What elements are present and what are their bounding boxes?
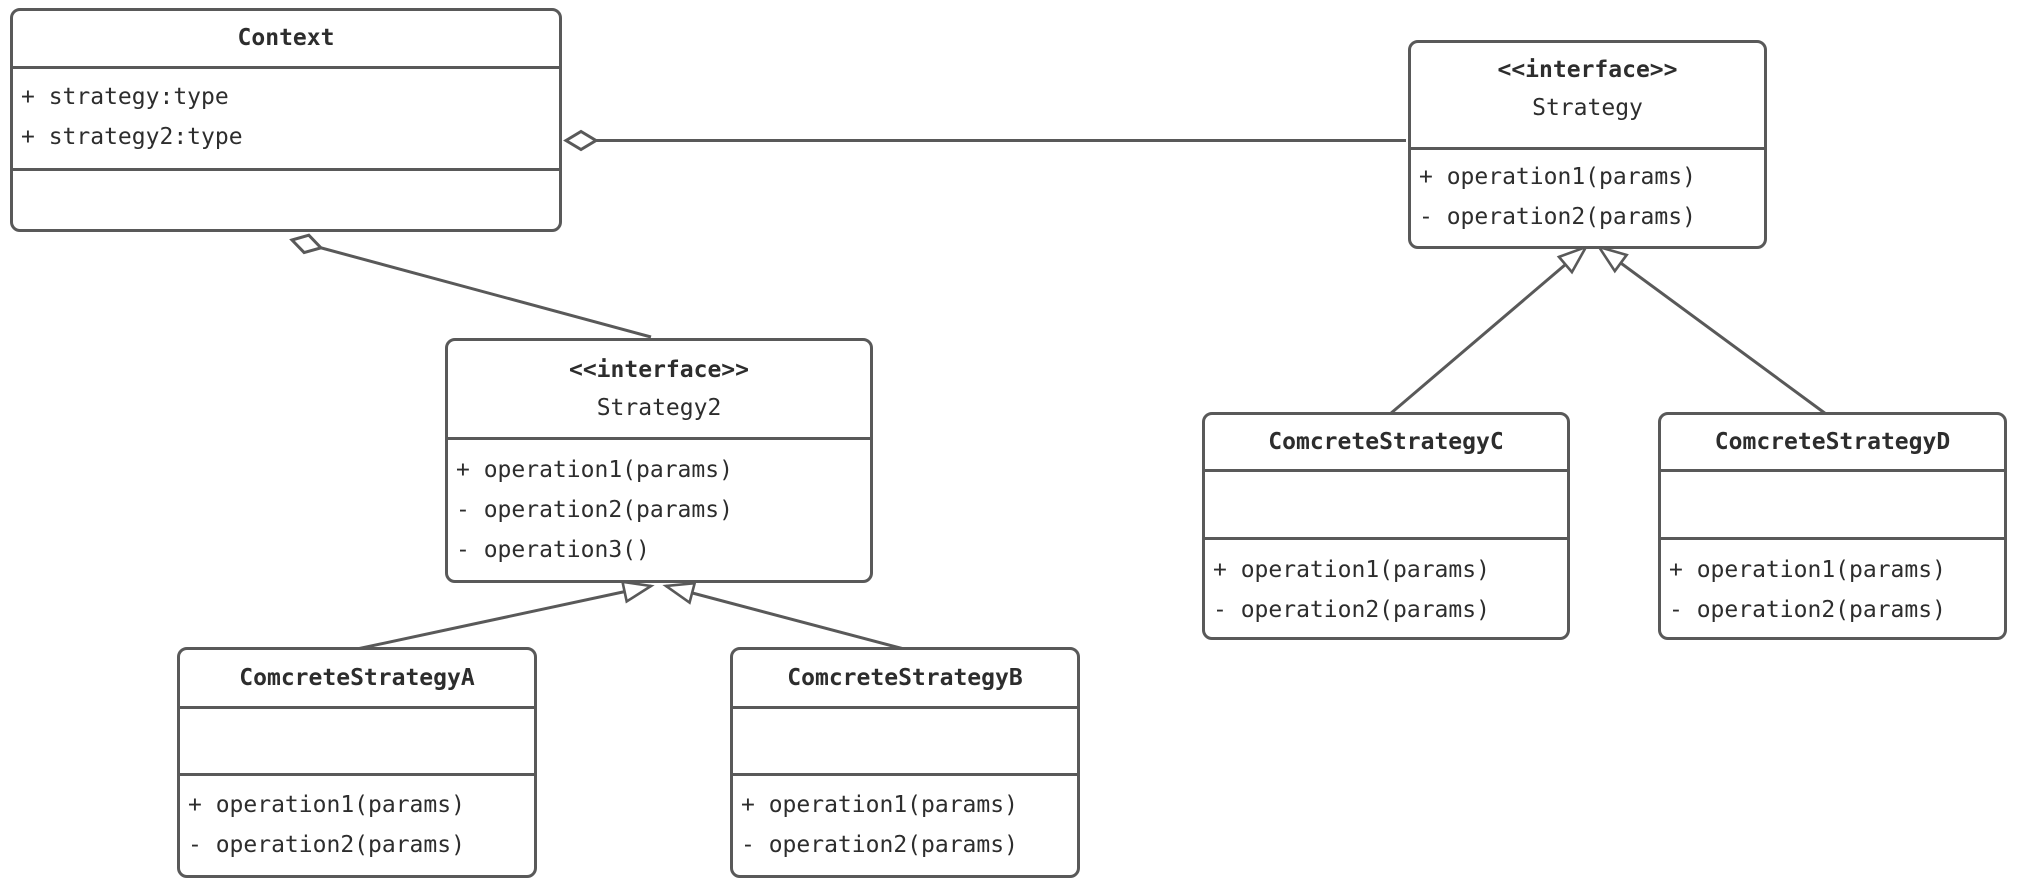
class-box-concreteC: ComcreteStrategyC + operation1(params) -… — [1202, 412, 1570, 640]
attribute-row: + strategy:type — [21, 84, 229, 110]
class-box-concreteB: ComcreteStrategyB + operation1(params) -… — [730, 647, 1080, 878]
attributes-section-empty — [180, 706, 534, 773]
method-row: - operation2(params) — [188, 832, 465, 858]
class-box-context: Context + strategy:type + strategy2:type — [10, 8, 562, 232]
class-title-section: <<interface>> Strategy — [1411, 43, 1764, 147]
realization-link-concreteB-strategy2 — [662, 581, 905, 651]
class-box-strategy2: <<interface>> Strategy2 + operation1(par… — [445, 338, 873, 583]
realization-link-concreteA-strategy2 — [356, 580, 655, 651]
method-row: + operation1(params) — [456, 457, 733, 483]
method-row: - operation2(params) — [1669, 597, 1946, 623]
class-name: Strategy2 — [596, 395, 722, 421]
class-box-concreteA: ComcreteStrategyA + operation1(params) -… — [177, 647, 537, 878]
stereotype-label: <<interface>> — [568, 357, 749, 383]
class-name: ComcreteStrategyB — [787, 665, 1023, 691]
class-title-section: ComcreteStrategyA — [180, 650, 534, 706]
class-box-strategy: <<interface>> Strategy + operation1(para… — [1408, 40, 1767, 249]
attributes-section-empty — [733, 706, 1077, 773]
aggregation-link-context-strategy2 — [289, 233, 652, 339]
methods-section: + operation1(params) - operation2(params… — [1205, 537, 1567, 637]
methods-section-empty — [13, 168, 559, 229]
method-row: - operation3() — [456, 537, 650, 563]
method-row: - operation2(params) — [1213, 597, 1490, 623]
class-title-section: Context — [13, 11, 559, 66]
method-row: + operation1(params) — [1419, 164, 1696, 190]
class-title-section: <<interface>> Strategy2 — [448, 341, 870, 437]
realization-link-concreteD-strategy — [1595, 244, 1827, 416]
attributes-section: + strategy:type + strategy2:type — [13, 66, 559, 168]
attributes-section-empty — [1205, 469, 1567, 537]
method-row: + operation1(params) — [1669, 557, 1946, 583]
methods-section: + operation1(params) - operation2(params… — [1661, 537, 2004, 637]
class-title-section: ComcreteStrategyD — [1661, 415, 2004, 469]
method-row: + operation1(params) — [188, 792, 465, 818]
class-title-section: ComcreteStrategyB — [733, 650, 1077, 706]
realization-link-concreteC-strategy — [1389, 244, 1589, 416]
method-row: - operation2(params) — [1419, 204, 1696, 230]
methods-section: + operation1(params) - operation2(params… — [1411, 147, 1764, 246]
method-row: - operation2(params) — [741, 832, 1018, 858]
methods-section: + operation1(params) - operation2(params… — [448, 437, 870, 580]
class-name: Context — [237, 25, 335, 51]
method-row: + operation1(params) — [741, 792, 1018, 818]
class-box-concreteD: ComcreteStrategyD + operation1(params) -… — [1658, 412, 2007, 640]
class-name: ComcreteStrategyA — [239, 665, 475, 691]
method-row: + operation1(params) — [1213, 557, 1490, 583]
class-name: Strategy — [1532, 95, 1643, 121]
class-name: ComcreteStrategyD — [1714, 429, 1951, 455]
methods-section: + operation1(params) - operation2(params… — [180, 773, 534, 875]
class-name: ComcreteStrategyC — [1268, 429, 1504, 455]
class-title-section: ComcreteStrategyC — [1205, 415, 1567, 469]
methods-section: + operation1(params) - operation2(params… — [733, 773, 1077, 875]
attributes-section-empty — [1661, 469, 2004, 537]
attribute-row: + strategy2:type — [21, 124, 243, 150]
method-row: - operation2(params) — [456, 497, 733, 523]
stereotype-label: <<interface>> — [1497, 57, 1678, 83]
